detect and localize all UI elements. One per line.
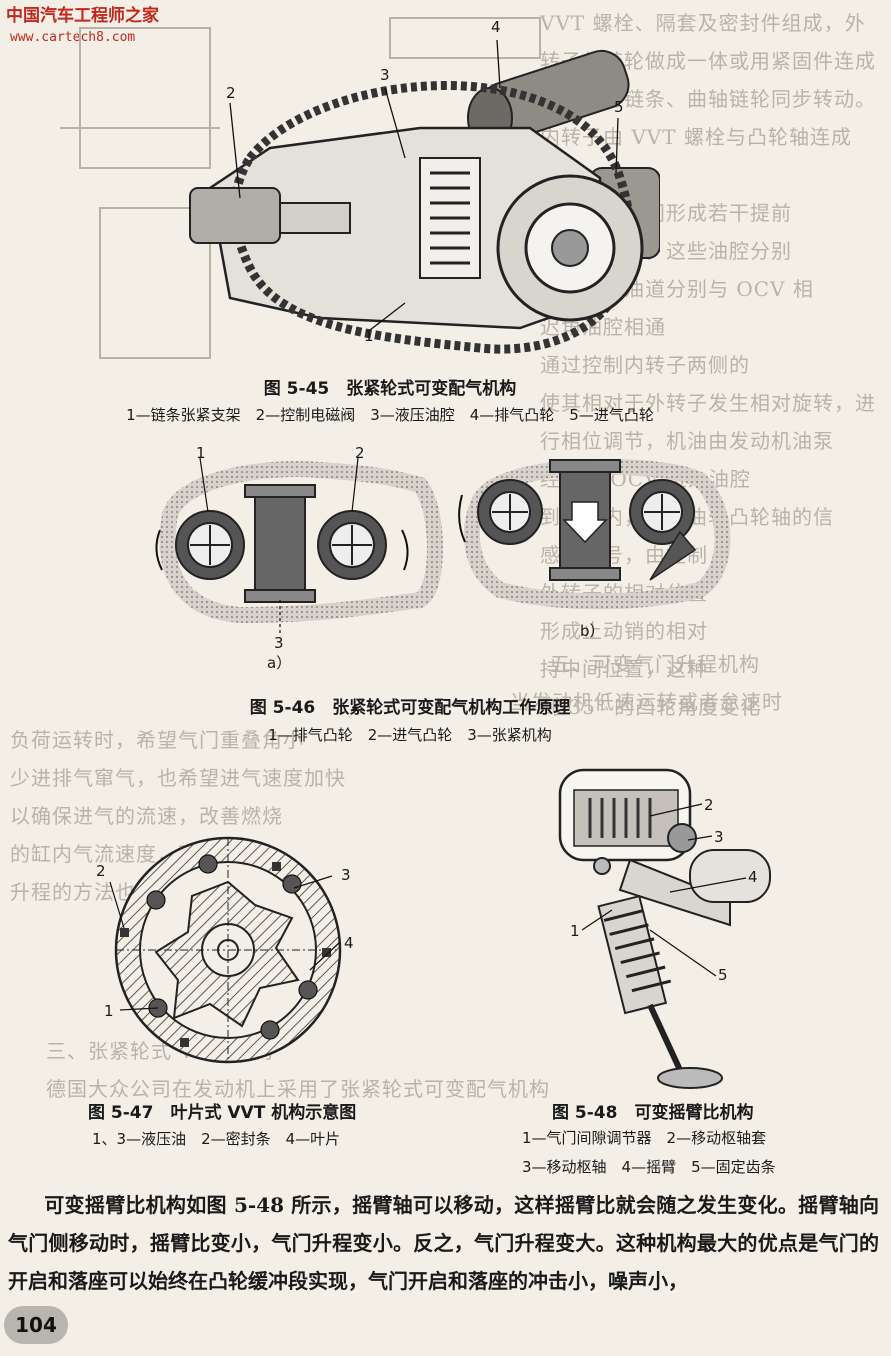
fig-5-47-callout-2: 2 (96, 862, 106, 880)
fig-5-47-title: 图 5-47 叶片式 VVT 机构示意图 (88, 1103, 357, 1123)
bleed-line: 五、可变气门升程机构 (550, 652, 760, 676)
bleed-line: 使其相对于外转子发生相对旋转，进 (540, 391, 876, 415)
exhaust-cam-gear-a (175, 510, 245, 580)
fig-5-46-label-b: b） (580, 622, 605, 640)
fig-5-46-drawing (155, 457, 731, 635)
timing-chain (230, 81, 635, 354)
fig-5-46-callout-1: 1 (196, 444, 206, 462)
fig-5-45-callout-5: 5 (614, 98, 624, 116)
page-number: 104 (4, 1306, 68, 1344)
vane-vvt-rotor (114, 836, 342, 1064)
fig-5-46-legend: 1—排气凸轮 2—进气凸轮 3—张紧机构 (268, 726, 552, 744)
tensioner-b (549, 459, 621, 581)
fig-5-45-drawing (60, 17, 660, 359)
control-solenoid-valve (189, 187, 281, 244)
bleed-line: 以确保进气的流速，改善燃烧 (10, 804, 283, 828)
fig-5-48-callout-3: 3 (714, 828, 724, 846)
bleed-line: 形成止动销的相对 (540, 619, 708, 643)
intake-cam-gear-a (317, 510, 387, 580)
bleed-line: 持中间位置，这种 (540, 657, 708, 681)
fig-5-48-legend-line1: 1—气门间隙调节器 2—移动枢轴套 (522, 1129, 767, 1147)
bleed-line: 当发动机低速运转或者怠速时 (510, 690, 783, 714)
bleed-line: 负荷运转时，希望气门重叠角小 (10, 728, 304, 752)
hydraulic-oil-ports (146, 854, 318, 1040)
fig-5-45-legend: 1—链条张紧支架 2—控制电磁阀 3—液压油腔 4—排气凸轮 5—进气凸轮 (126, 406, 654, 424)
rocker-arm-assembly (558, 768, 771, 1089)
bleed-line: 通过控制内转子两侧的 (540, 353, 750, 377)
fig-5-45-title: 图 5-45 张紧轮式可变配气机构 (263, 379, 517, 399)
fig-5-48-callout-2: 2 (704, 796, 714, 814)
fig-5-45-callout-3: 3 (380, 66, 390, 84)
fig-5-47-callout-1: 1 (104, 1002, 114, 1020)
fig-5-46-title: 图 5-46 张紧轮式可变配气机构工作原理 (249, 698, 571, 718)
body-paragraph: 可变摇臂比机构如图 5-48 所示，摇臂轴可以移动，这样摇臂比就会随之发生变化。… (0, 1186, 891, 1300)
fig-5-48-title: 图 5-48 可变摇臂比机构 (552, 1103, 754, 1123)
site-url: www.cartech8.com (10, 30, 136, 45)
fig-5-46-a (155, 457, 443, 635)
fig-5-47-callout-4: 4 (344, 934, 354, 952)
hydraulic-chamber (419, 157, 481, 279)
fig-5-48-drawing (558, 768, 771, 1089)
fig-5-45-callout-4: 4 (491, 18, 501, 36)
bleed-line: 行相位调节，机油由发动机油泵 (540, 429, 834, 453)
background-outline (60, 17, 541, 359)
tensioner-a (244, 484, 316, 603)
exhaust-cam-gear-b (477, 479, 543, 545)
seal-strips (120, 862, 331, 1047)
site-logo: 中国汽车工程师之家 (6, 6, 159, 26)
fig-5-47-legend: 1、3—液压油 2—密封条 4—叶片 (92, 1130, 341, 1148)
fig-5-46-callout-2: 2 (355, 444, 365, 462)
body-paragraph-text: 可变摇臂比机构如图 5-48 所示，摇臂轴可以移动，这样摇臂比就会随之发生变化。… (8, 1193, 879, 1293)
bleed-line: 德国大众公司在发动机上采用了张紧轮式可变配气机构 (46, 1077, 550, 1101)
fig-5-46-b (458, 458, 731, 610)
fig-5-48-callout-5: 5 (718, 966, 728, 984)
cam-sprocket (496, 174, 644, 322)
fig-5-47-drawing (109, 836, 342, 1064)
fig-5-46-label-a: a） (267, 654, 292, 672)
bleed-line: 少进排气窜气，也希望进气速度加快 (10, 766, 346, 790)
fig-5-48-legend-line2: 3—移动枢轴 4—摇臂 5—固定齿条 (522, 1158, 776, 1176)
fig-5-45-callout-1: 1 (364, 327, 374, 345)
bleed-line: VVT 螺栓、隔套及密封件组成，外 (540, 11, 866, 35)
fig-5-48-callout-4: 4 (748, 868, 758, 886)
fig-5-48-callout-1: 1 (570, 922, 580, 940)
bleed-line: 到 35° 的凸轮角度变化 (540, 695, 762, 719)
intake-cam-gear-b (629, 479, 697, 581)
fig-5-47-callout-3: 3 (341, 866, 351, 884)
fig-5-45-callout-2: 2 (226, 84, 236, 102)
fig-5-46-callout-3: 3 (274, 634, 284, 652)
